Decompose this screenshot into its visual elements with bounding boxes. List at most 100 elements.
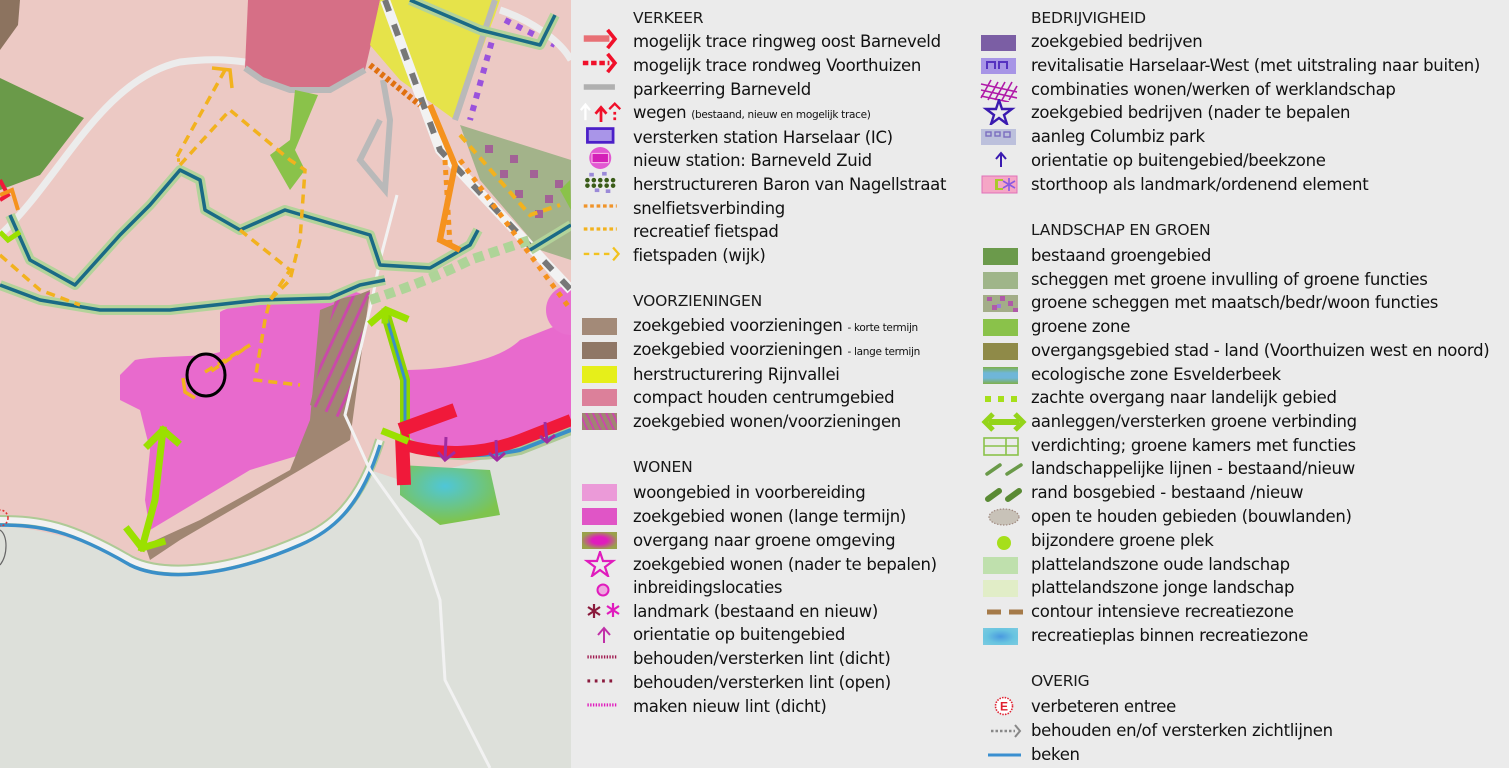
legend-label: plattelandszone jonge landschap: [1031, 578, 1295, 597]
legend-label: revitalisatie Harselaar-West (met uitstr…: [1031, 56, 1481, 75]
centrum-area: [245, 0, 380, 90]
green-lines-icon: [985, 463, 1023, 476]
swatch-icon: [983, 557, 1018, 574]
legend-label: parkeerring Barneveld: [633, 80, 811, 99]
legend-label: rand bosgebied - bestaand /nieuw: [1031, 483, 1304, 502]
swatch-icon: [582, 366, 617, 383]
legend-label: overgangsgebied stad - land (Voorthuizen…: [1031, 341, 1490, 360]
hatched-swatch-icon: [582, 413, 617, 430]
legend-label: behouden/versterken lint (dicht): [633, 649, 891, 668]
legend-label: aanleggen/versterken groene verbinding: [1031, 412, 1357, 431]
arrow-up-icon: [597, 626, 611, 643]
asterisk-icon: [587, 603, 620, 618]
sightline-arrow-icon: [991, 724, 1022, 738]
swatch-icon: [582, 389, 617, 406]
legend-label: groene zone: [1031, 317, 1131, 336]
gray-bar-icon: [583, 84, 615, 90]
legend-label: beken: [1031, 745, 1080, 764]
swatch-icon: [582, 484, 617, 501]
legend-label: herstructurering Rijnvallei: [633, 365, 840, 384]
groengebied: [0, 78, 84, 190]
section-title-landschap: LANDSCHAP EN GROEN: [1031, 221, 1211, 239]
legend-label: maken nieuw lint (dicht): [633, 697, 827, 716]
legend-label: zachte overgang naar landelijk gebied: [1031, 388, 1337, 407]
legend-label: mogelijk trace rondweg Voorthuizen: [633, 56, 922, 75]
swatch-icon: [983, 580, 1018, 597]
legend-label: verbeteren entree: [1031, 697, 1176, 716]
legend-label: behouden/versterken lint (open): [633, 673, 891, 692]
legend-label: scheggen met groene invulling of groene …: [1031, 270, 1428, 289]
swatch-icon: [983, 272, 1018, 289]
section-title-verkeer: VERKEER: [633, 9, 704, 27]
yellow-dotted-line-icon: [583, 227, 617, 231]
dashed-arrow-icon: [583, 246, 621, 262]
legend-label: fietspaden (wijk): [633, 246, 766, 265]
legend-label: plattelandszone oude landschap: [1031, 555, 1290, 574]
legend-label: inbreidingslocaties: [633, 578, 783, 597]
road-arrows-icon: [579, 102, 622, 122]
oval-icon: [988, 508, 1020, 526]
legend-label: zoekgebied voorzieningen - korte termijn: [633, 316, 918, 335]
section-title-voorzieningen: VOORZIENINGEN: [633, 292, 763, 310]
legend-label: storthoop als landmark/ordenend element: [1031, 175, 1369, 194]
swatch-icon: [582, 342, 617, 359]
legend-label: zoekgebied wonen/voorzieningen: [633, 412, 901, 431]
highlight-ellipse: [185, 352, 227, 398]
road: [0, 56, 246, 238]
section-title-bedrijvigheid: BEDRIJVIGHEID: [1031, 9, 1146, 27]
swatch-icon: [582, 318, 617, 335]
speckled-swatch-icon: [983, 295, 1018, 312]
arrow-up-icon: [995, 151, 1007, 167]
legend-label: zoekgebied bedrijven (nader te bepalen: [1031, 103, 1351, 122]
dots-cluster-icon: [585, 171, 616, 193]
legend-label: behouden en/of versterken zichtlijnen: [1031, 721, 1333, 740]
legend-label: zoekgebied voorzieningen - lange termijn: [633, 340, 921, 359]
orange-dotted-line-icon: [583, 204, 617, 208]
red-arrow-dashed-icon: [582, 52, 618, 74]
svg-text:E: E: [1000, 700, 1008, 714]
zoekgebied-wonen-west: [120, 290, 365, 530]
revitalisatie-swatch-icon: [981, 58, 1016, 74]
legend-label: orientatie op buitengebied/beekzone: [1031, 151, 1326, 170]
red-arrow-solid-icon: [583, 28, 618, 50]
station-circle-icon: [589, 147, 612, 169]
legend-label: combinaties wonen/werken of werklandscha…: [1031, 80, 1396, 99]
legend-label: compact houden centrumgebied: [633, 388, 895, 407]
entree-e-icon: E: [994, 696, 1014, 716]
brown-dashes-icon: [987, 609, 1023, 615]
legend-label: woongebied in voorbereiding: [633, 483, 866, 502]
legend-label: wegen (bestaand, nieuw en mogelijk trace…: [633, 103, 871, 122]
swatch-icon: [981, 35, 1016, 51]
legend-label: ecologische zone Esvelderbeek: [1031, 365, 1281, 384]
legend-label: recreatief fietspad: [633, 222, 779, 241]
dense-dotted-line-icon: [587, 655, 617, 659]
star-icon: [583, 551, 617, 577]
groene-zone: [270, 90, 318, 190]
map-canvas[interactable]: [0, 0, 571, 768]
legend-label: herstructureren Baron van Nagellstraat: [633, 175, 947, 194]
recreatieplas: [400, 465, 500, 525]
legend-label: versterken station Harselaar (IC): [633, 128, 893, 147]
swatch-icon: [983, 319, 1018, 336]
legend-label: groene scheggen met maatsch/bedr/woon fu…: [1031, 293, 1439, 312]
legend-label: aanleg Columbiz park: [1031, 127, 1205, 146]
magenta-dotted-line-icon: [587, 703, 617, 707]
swatch-icon: [983, 343, 1018, 360]
columbiz-swatch-icon: [981, 129, 1016, 145]
legend-label: zoekgebied wonen (nader te bepalen): [633, 555, 937, 574]
legend-label: contour intensieve recreatiezone: [1031, 602, 1294, 621]
beek-swatch-icon: [983, 367, 1018, 384]
map-legend: VERKEER mogelijk trace ringweg oost Barn…: [571, 0, 1509, 768]
legend-label: zoekgebied bedrijven: [1031, 32, 1203, 51]
circle-icon: [596, 583, 610, 597]
star-outline-icon: [982, 99, 1016, 125]
legend-label: overgang naar groene omgeving: [633, 531, 896, 550]
legend-label: recreatieplas binnen recreatiezone: [1031, 626, 1309, 645]
gradient-swatch-icon: [582, 532, 617, 549]
legend-label: landmark (bestaand en nieuw): [633, 602, 878, 621]
recreatieplas-swatch-icon: [983, 628, 1018, 645]
legend-label: zoekgebied wonen (lange termijn): [633, 507, 907, 526]
legend-label: snelfietsverbinding: [633, 199, 785, 218]
section-title-overig: OVERIG: [1031, 672, 1090, 690]
open-dotted-line-icon: [587, 679, 617, 683]
